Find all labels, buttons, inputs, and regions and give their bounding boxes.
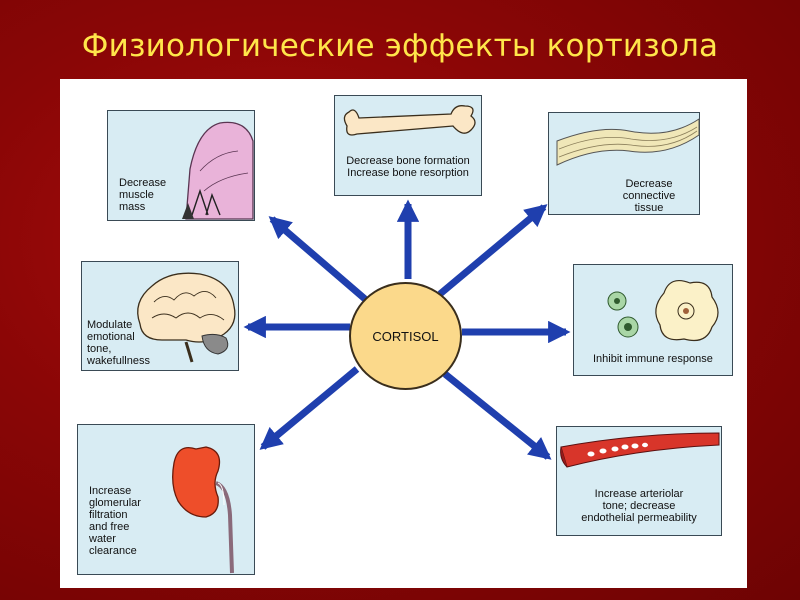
- connective-caption: Decrease connective tissue: [622, 178, 676, 214]
- arrow-to-kidney: [259, 366, 360, 450]
- connective-tissue-icon: [556, 118, 700, 166]
- panel-kidney: Increase glomerular filtration and free …: [77, 424, 255, 575]
- brain-icon: [137, 272, 236, 363]
- brain-caption: Modulate emotional tone, wakefullness: [87, 319, 150, 367]
- arrow-to-connective: [437, 204, 548, 297]
- slide-title: Физиологические эффекты кортизола: [81, 28, 719, 64]
- arrow-to-vessel: [442, 371, 552, 460]
- vessel-caption: Increase arteriolar tone; decrease endot…: [581, 488, 697, 524]
- muscle-caption: Decrease muscle mass: [119, 177, 167, 213]
- cortisol-label: CORTISOL: [372, 328, 439, 344]
- panel-connective: Decrease connective tissue: [548, 112, 700, 215]
- arrow-to-muscle: [268, 216, 368, 302]
- panel-bone: Decrease bone formation Increase bone re…: [334, 95, 482, 196]
- immune-cells-icon: [607, 280, 719, 342]
- panel-muscle: Decrease muscle mass: [107, 110, 255, 221]
- panel-brain: Modulate emotional tone, wakefullness: [81, 261, 239, 371]
- blood-vessel-icon: [560, 432, 720, 468]
- cortisol-circle: CORTISOL: [349, 282, 462, 390]
- arrows-layer: [243, 199, 571, 460]
- panel-immune: Inhibit immune response: [573, 264, 733, 376]
- immune-caption: Inhibit immune response: [593, 353, 713, 365]
- kidney-caption: Increase glomerular filtration and free …: [89, 485, 141, 557]
- bone-caption: Decrease bone formation Increase bone re…: [346, 155, 470, 179]
- panel-vessel: Increase arteriolar tone; decrease endot…: [556, 426, 722, 536]
- muscle-icon: [182, 121, 254, 220]
- kidney-icon: [172, 446, 234, 574]
- cortisol-effects-diagram: CORTISOL Decrease muscle mass Decrease b…: [60, 79, 747, 588]
- bone-icon: [343, 105, 476, 136]
